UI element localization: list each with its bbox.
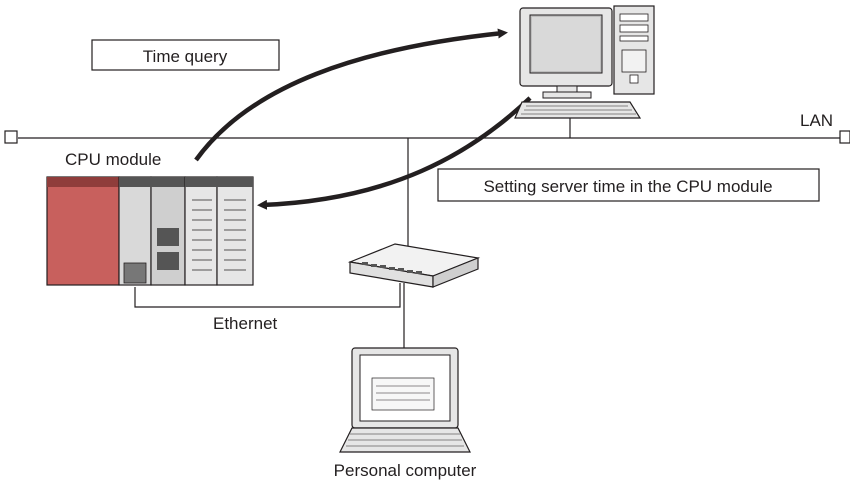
cpu-module-label: CPU module: [65, 150, 161, 169]
setting-time-label: Setting server time in the CPU module: [483, 177, 772, 196]
time-query-callout: Time query: [91, 39, 280, 71]
ethernet-label: Ethernet: [213, 314, 278, 333]
time-query-arrow: [194, 28, 508, 162]
lan-bus: [4, 130, 850, 144]
personal-computer-label: Personal computer: [334, 461, 477, 480]
lan-terminator-left: [4, 130, 18, 144]
ethernet-hub-icon: [347, 243, 481, 288]
ethernet-cable: [134, 283, 401, 308]
laptop-icon: [339, 347, 471, 453]
desktop-computer-icon: [514, 5, 655, 119]
lan-terminator-right: [839, 130, 850, 144]
time-query-label: Time query: [143, 47, 228, 66]
setting-time-callout: Setting server time in the CPU module: [437, 168, 820, 202]
lan-label: LAN: [800, 111, 833, 130]
set-time-arrow: [257, 96, 532, 210]
cpu-module-icon: [46, 176, 254, 286]
